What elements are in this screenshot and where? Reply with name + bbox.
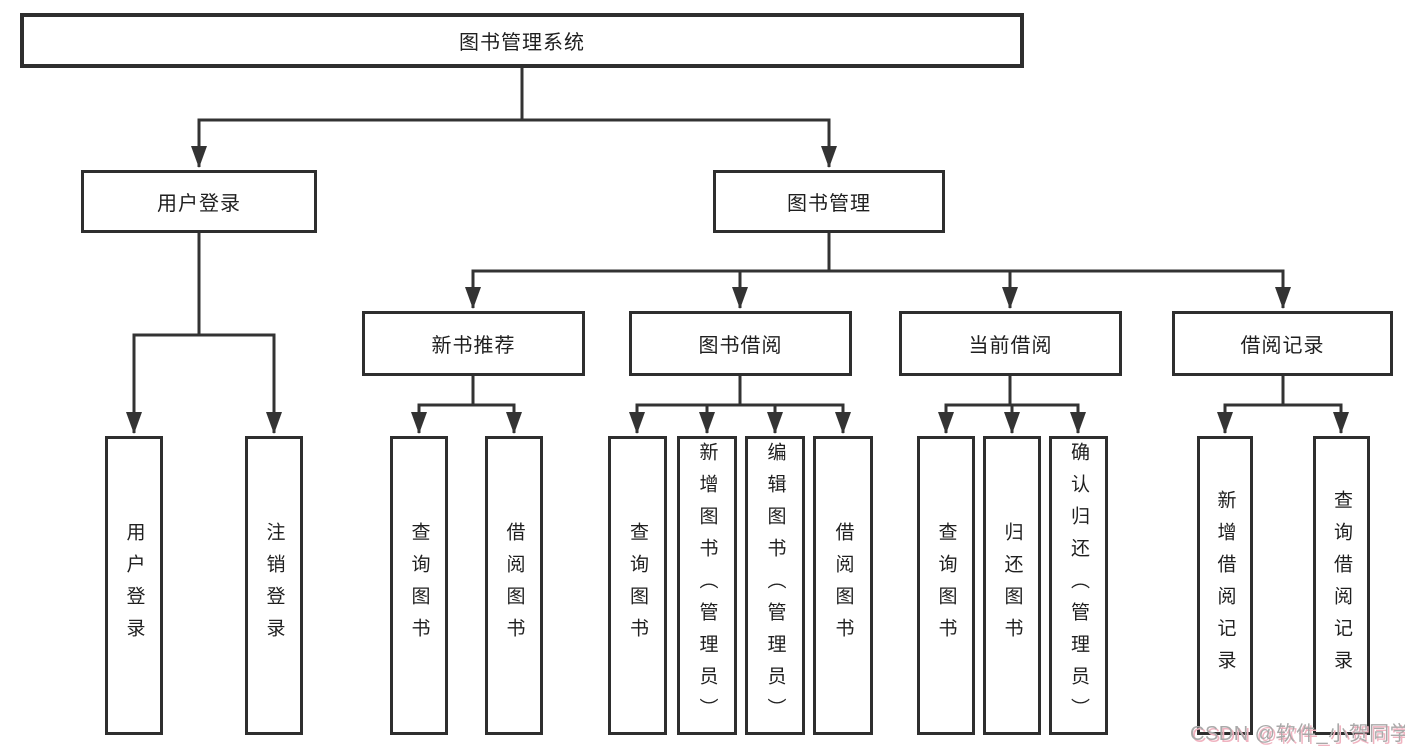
node-label: 编辑图书（管理员）: [764, 441, 786, 730]
leaf-query-books-recommend: 查询图书: [390, 436, 448, 735]
node-book-management: 图书管理: [713, 170, 945, 233]
leaf-query-books-borrow: 查询图书: [608, 436, 667, 735]
node-label: 归还图书: [1001, 521, 1023, 650]
leaf-return-book: 归还图书: [983, 436, 1041, 735]
node-label: 新增图书（管理员）: [696, 441, 718, 730]
node-new-book-recommendation: 新书推荐: [362, 311, 585, 376]
node-label: 图书借阅: [698, 335, 783, 357]
node-label: 查询图书: [627, 521, 648, 650]
node-label: 借阅记录: [1240, 335, 1325, 357]
node-label: 用户登录: [157, 193, 241, 215]
leaf-logout: 注销登录: [245, 436, 303, 735]
leaf-query-borrow-record: 查询借阅记录: [1313, 436, 1370, 735]
node-label: 图书管理系统: [459, 32, 585, 54]
node-label: 确认归还（管理员）: [1068, 441, 1089, 730]
node-label: 注销登录: [263, 521, 285, 650]
node-label: 借阅图书: [503, 521, 525, 650]
node-label: 新书推荐: [431, 335, 516, 357]
node-label: 查询图书: [935, 521, 957, 650]
csdn-watermark: CSDN @软件_小贺同学: [1190, 723, 1405, 745]
leaf-edit-book-admin: 编辑图书（管理员）: [745, 436, 805, 735]
leaf-query-books-current: 查询图书: [917, 436, 975, 735]
node-label: 查询图书: [408, 521, 430, 650]
node-book-borrowing: 图书借阅: [629, 311, 852, 376]
node-library-system: 图书管理系统: [20, 13, 1024, 68]
node-label: 新增借阅记录: [1214, 489, 1236, 682]
leaf-add-book-admin: 新增图书（管理员）: [677, 436, 737, 735]
leaf-confirm-return-admin: 确认归还（管理员）: [1049, 436, 1108, 735]
leaf-user-login: 用户登录: [105, 436, 163, 735]
node-label: 图书管理: [787, 193, 871, 215]
leaf-add-borrow-record: 新增借阅记录: [1197, 436, 1253, 735]
node-label: 当前借阅: [968, 335, 1053, 357]
node-user-login: 用户登录: [81, 170, 317, 233]
node-borrowing-records: 借阅记录: [1172, 311, 1393, 376]
leaf-borrow-books-recommend: 借阅图书: [485, 436, 543, 735]
node-current-borrowing: 当前借阅: [899, 311, 1122, 376]
leaf-borrow-books: 借阅图书: [813, 436, 873, 735]
node-label: 查询借阅记录: [1331, 489, 1352, 682]
node-label: 用户登录: [123, 521, 145, 650]
node-label: 借阅图书: [832, 521, 854, 650]
